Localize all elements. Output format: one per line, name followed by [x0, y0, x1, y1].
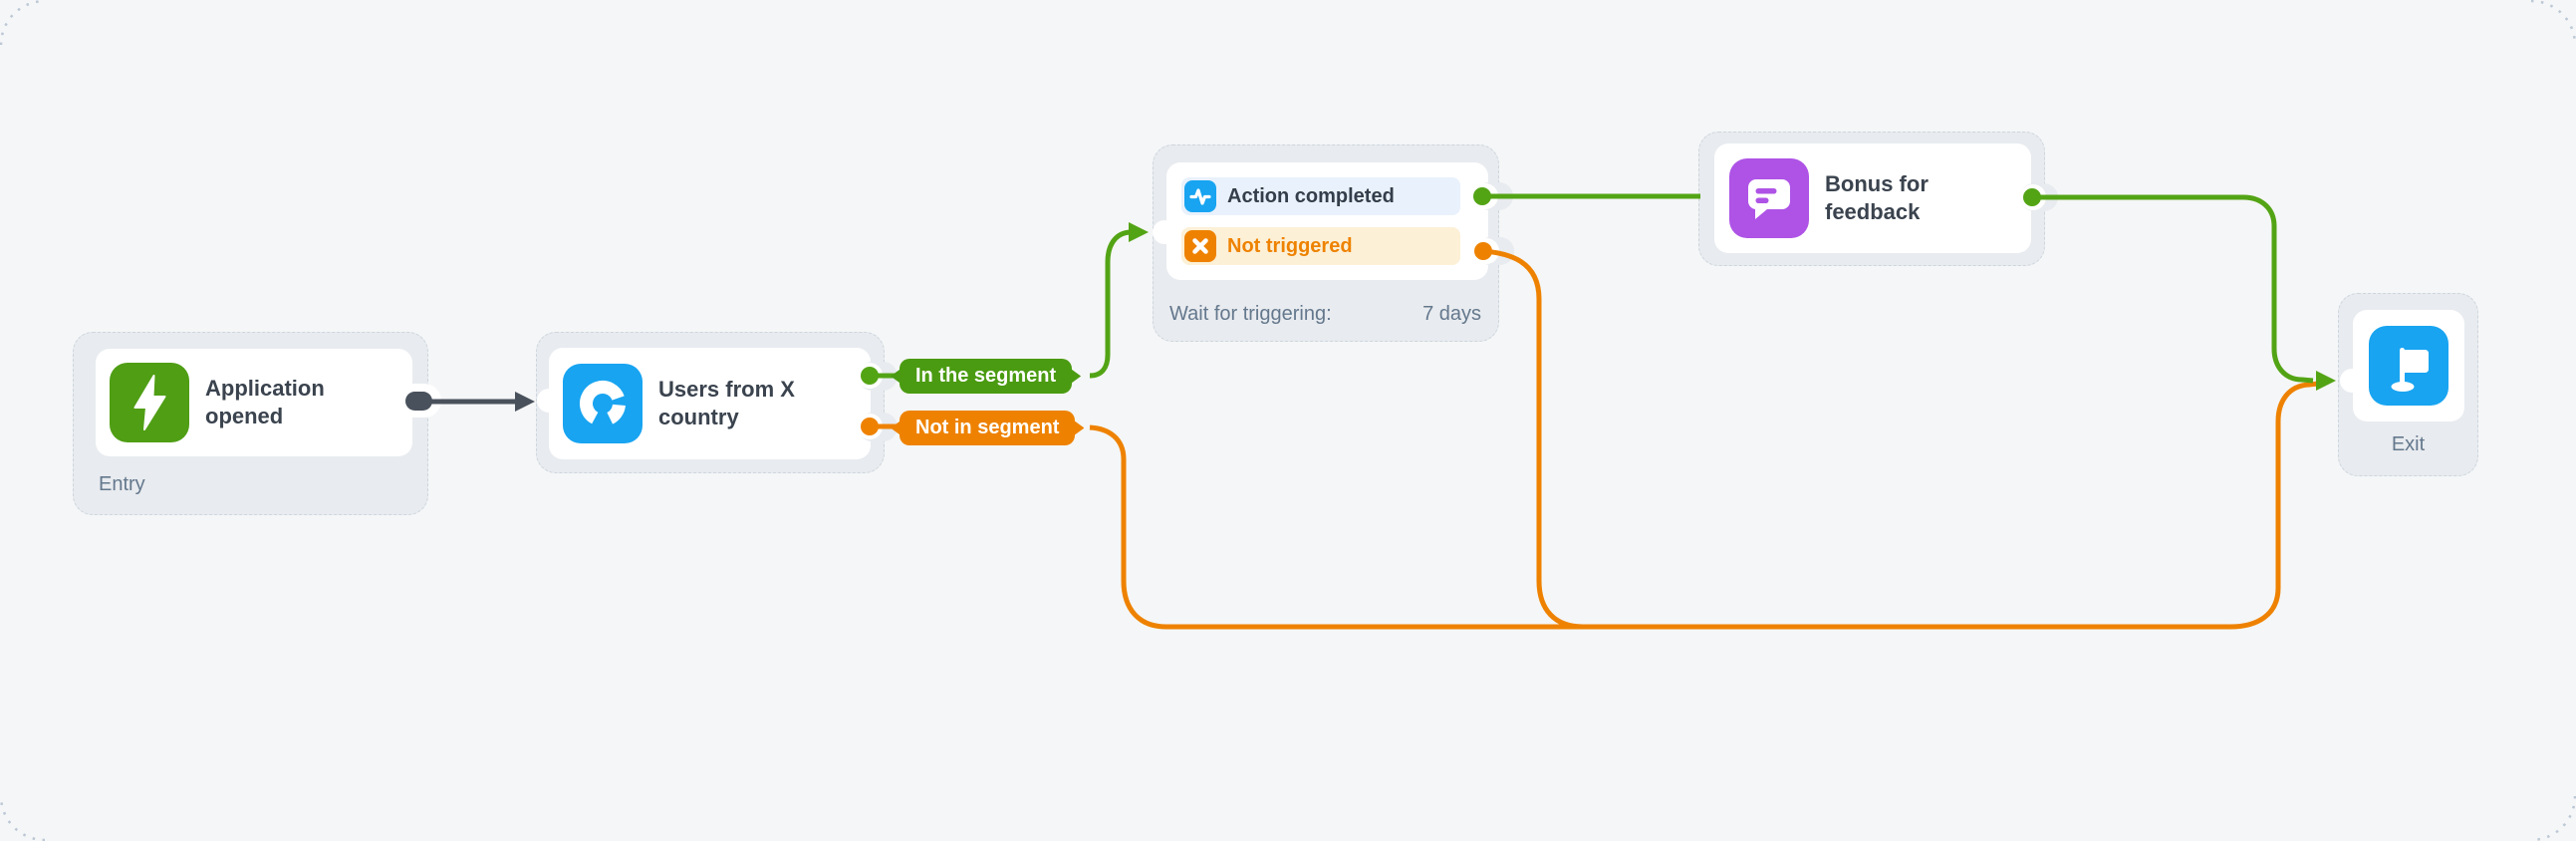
segment-port-out-green[interactable] — [857, 363, 883, 389]
bonus-node-card[interactable]: Bonus for feedback — [1714, 143, 2031, 253]
segment-node[interactable]: Users from X country — [536, 332, 885, 473]
wire-not-triggered — [1482, 248, 1654, 630]
wait-for-triggering: Wait for triggering: 7 days — [1169, 303, 1481, 326]
trigger-port-out-orange[interactable] — [1473, 238, 1499, 264]
bonus-port-out[interactable] — [2020, 184, 2046, 210]
trigger-node-card[interactable]: Action completed Not triggered — [1166, 162, 1488, 280]
wait-label: Wait for triggering: — [1169, 303, 1332, 325]
trigger-row-completed[interactable]: Action completed — [1181, 177, 1460, 215]
branch-badge-not-in-segment[interactable]: Not in segment — [900, 411, 1076, 445]
exit-node-card[interactable] — [2353, 310, 2464, 421]
wait-value: 7 days — [1422, 303, 1481, 325]
segment-port-out-orange[interactable] — [857, 414, 883, 439]
segment-node-card[interactable]: Users from X country — [549, 348, 871, 459]
exit-label: Exit — [2391, 433, 2426, 455]
trigger-row-not-triggered[interactable]: Not triggered — [1181, 227, 1460, 265]
flag-icon — [2369, 326, 2448, 406]
branch-badge-in-segment[interactable]: In the segment — [900, 359, 1073, 394]
trigger-row-completed-label: Action completed — [1227, 184, 1395, 207]
entry-port-out[interactable] — [397, 384, 441, 418]
trigger-row-not-triggered-label: Not triggered — [1227, 234, 1353, 257]
arrowhead-dark — [515, 392, 535, 412]
trigger-node[interactable]: Action completed Not triggered Wait for … — [1153, 144, 1499, 342]
segment-port-in — [537, 389, 561, 413]
segment-chart-icon — [563, 364, 643, 443]
exit-node[interactable]: Exit — [2338, 293, 2478, 476]
chat-message-icon — [1729, 158, 1809, 238]
wire-not-in-segment — [870, 248, 2319, 630]
bonus-node-title: Bonus for feedback — [1825, 171, 1929, 224]
segment-node-title: Users from X country — [658, 377, 795, 429]
lightning-icon — [110, 363, 189, 442]
entry-node-title: Application opened — [205, 376, 325, 428]
branch-badge-label: In the segment — [915, 365, 1057, 387]
arrowhead-green-trigger — [1129, 222, 1149, 242]
wire-bonus-to-exit — [2032, 194, 2314, 384]
entry-type-label: Entry — [99, 473, 145, 495]
bonus-node[interactable]: Bonus for feedback — [1698, 132, 2045, 266]
trigger-port-out-green[interactable] — [1472, 183, 1498, 209]
branch-badge-label: Not in segment — [915, 417, 1060, 438]
entry-node[interactable]: Application opened Entry — [73, 332, 428, 515]
arrowhead-green-exit — [2316, 371, 2336, 391]
x-mark-icon — [1184, 230, 1216, 262]
wire-in-segment — [870, 193, 2314, 384]
entry-node-card[interactable]: Application opened — [96, 349, 412, 456]
activity-pulse-icon — [1184, 180, 1216, 212]
exit-port-in — [2340, 369, 2364, 393]
trigger-port-in — [1153, 220, 1176, 244]
